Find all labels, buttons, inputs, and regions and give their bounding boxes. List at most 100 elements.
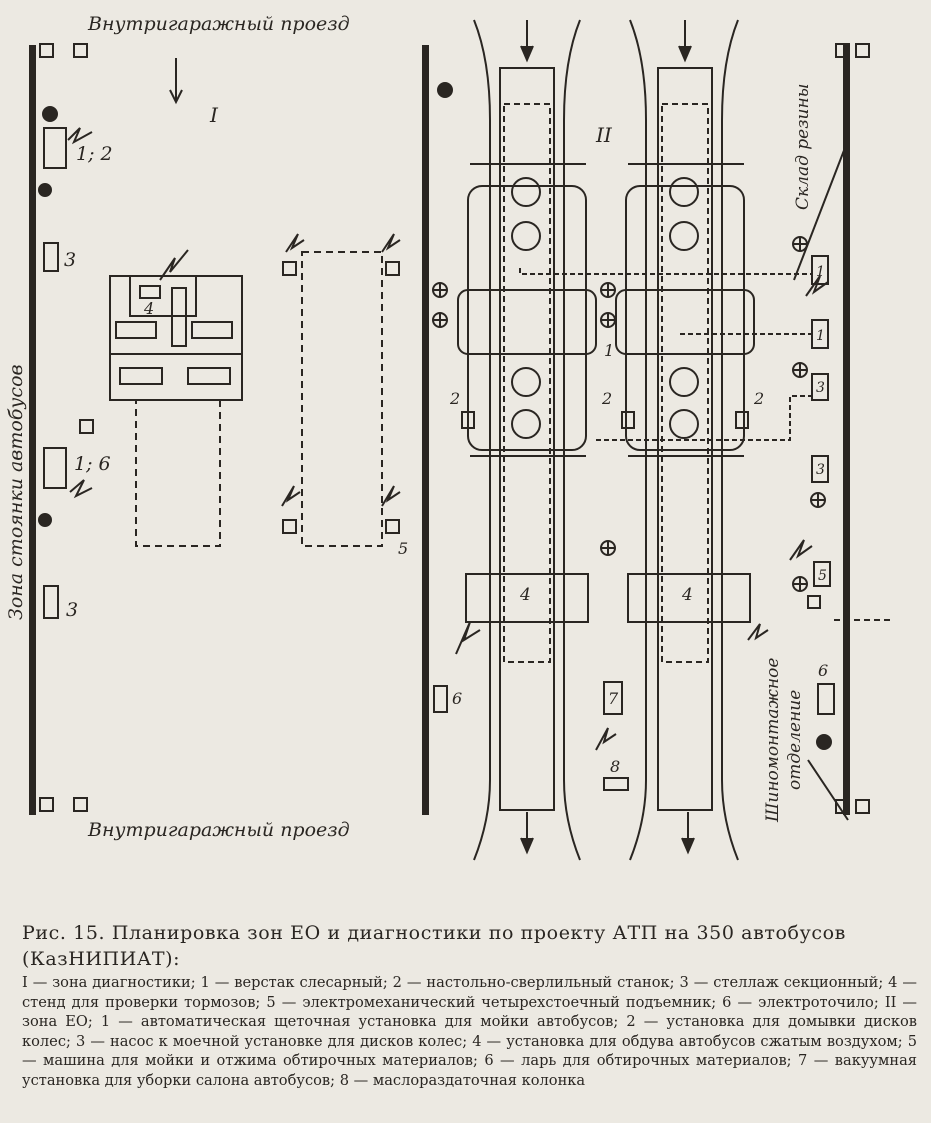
lift-5-right xyxy=(301,251,383,547)
power-outlet-icon-5 xyxy=(381,233,401,253)
stand-console xyxy=(171,287,187,347)
chest-6 xyxy=(817,683,835,715)
entry-arrow-head xyxy=(169,89,183,105)
label-blower-4-right: 4 xyxy=(681,585,693,605)
blower-4-left xyxy=(465,573,589,623)
wheel-washer-right xyxy=(735,411,749,429)
washer-frame-a xyxy=(467,185,587,451)
power-outlet-icon-7 xyxy=(381,485,401,507)
corner-post-bottom-right-2 xyxy=(855,799,870,814)
wash-line-a-right-edge xyxy=(563,19,581,861)
label-washer-1: 1 xyxy=(604,341,614,360)
fire-extinguisher-icon-3 xyxy=(816,734,832,750)
bus-track-a xyxy=(499,67,555,811)
lift-post-1 xyxy=(282,261,297,276)
label-wheel-washer-mid: 2 xyxy=(601,389,612,408)
brush-a2 xyxy=(511,221,541,251)
label-wheel-washer-left: 2 xyxy=(449,389,460,408)
floor-plan-drawing: Внутригаражный проезд Внутригаражный про… xyxy=(5,13,892,861)
corner-post-top-left-2 xyxy=(73,43,88,58)
stand-marker xyxy=(79,419,94,434)
brush-b4 xyxy=(669,409,699,439)
fire-extinguisher-icon-2 xyxy=(437,82,453,98)
lift-post-4 xyxy=(385,519,400,534)
left-wall xyxy=(29,45,36,815)
label-chest-6: 6 xyxy=(818,661,828,680)
power-outlet-icon xyxy=(67,127,93,145)
power-outlet-icon-9 xyxy=(747,623,769,641)
lift-post-2 xyxy=(385,261,400,276)
bus-outline-a xyxy=(503,103,551,663)
corner-post-top-left xyxy=(39,43,54,58)
vacuum-unit-7 xyxy=(603,681,623,715)
zone-one-label: I xyxy=(209,103,219,127)
tire-dept-label-line1: Шиномонтажное xyxy=(763,658,783,823)
label-oil-8: 8 xyxy=(610,757,620,776)
machine-5 xyxy=(813,561,831,587)
drain-symbols xyxy=(432,236,826,592)
brush-a4 xyxy=(511,409,541,439)
grinder-6 xyxy=(433,685,448,713)
figure-legend: I — зона диагностики; 1 — верстак слесар… xyxy=(22,974,917,1089)
stand-roller-4 xyxy=(187,367,231,385)
lift-5-left xyxy=(135,399,221,547)
workbench-1-2 xyxy=(43,127,67,169)
rack-3-top xyxy=(43,242,59,272)
brush-b2 xyxy=(669,221,699,251)
stand-roller-2 xyxy=(191,321,233,339)
tire-dept-label-line2: отделение xyxy=(785,690,805,790)
label-pump-3-b: 3 xyxy=(816,462,825,478)
brush-b3 xyxy=(669,367,699,397)
wheel-washer-left xyxy=(461,411,475,429)
label-pump-1-b: 1 xyxy=(816,328,825,344)
brush-b1 xyxy=(669,177,699,207)
power-outlet-icon-6 xyxy=(281,485,301,507)
label-blower-4-left: 4 xyxy=(519,585,531,605)
pipe-3 xyxy=(596,395,812,441)
corner-post-bottom-left xyxy=(39,797,54,812)
exit-arrow-line-a-head xyxy=(520,837,534,855)
stand-roller-1 xyxy=(115,321,157,339)
label-grinder-6: 6 xyxy=(452,689,462,708)
drill-small xyxy=(139,285,161,299)
label-rack-3-top: 3 xyxy=(64,249,76,271)
corner-post-top-right xyxy=(835,43,850,58)
label-machine-5: 5 xyxy=(818,568,827,584)
bottom-road-label: Внутригаражный проезд xyxy=(87,819,350,841)
label-vacuum-7: 7 xyxy=(608,689,619,708)
small-box xyxy=(807,595,821,609)
pump-3-b xyxy=(811,455,829,483)
exit-arrow-line-b-head xyxy=(681,837,695,855)
wash-line-b-left-edge xyxy=(629,19,647,861)
wash-line-a-left-edge xyxy=(473,19,491,861)
partition-line-2 xyxy=(793,139,849,281)
top-road-label: Внутригаражный проезд xyxy=(87,13,350,35)
rubber-store-label: Склад резины xyxy=(793,83,813,210)
label-wheel-washer-right: 2 xyxy=(753,389,764,408)
oil-column-8 xyxy=(603,777,629,791)
lift-post-3 xyxy=(282,519,297,534)
label-lift-5: 5 xyxy=(398,539,408,558)
power-outlet-icon-2 xyxy=(69,479,93,499)
power-outlet-icon-3 xyxy=(159,249,189,281)
label-pump-3-a: 3 xyxy=(816,380,825,396)
label-brake-stand-4: 4 xyxy=(143,299,154,318)
zone-two-label: II xyxy=(595,123,613,147)
sand-box-icon xyxy=(38,183,52,197)
right-wall xyxy=(843,45,850,815)
stand-roller-3 xyxy=(119,367,163,385)
label-workbench-1-6: 1; 6 xyxy=(74,453,111,475)
brush-a1 xyxy=(511,177,541,207)
central-wall xyxy=(422,45,429,815)
washer-frame-b xyxy=(625,185,745,451)
rack-3-bottom xyxy=(43,585,59,619)
power-outlet-icon-12 xyxy=(805,275,829,297)
pump-1-b xyxy=(811,319,829,349)
wash-line-b-right-edge xyxy=(721,19,739,861)
wheel-washer-mid xyxy=(621,411,635,429)
pump-1-a xyxy=(811,255,829,285)
pump-3-a xyxy=(811,373,829,401)
bus-outline-b xyxy=(661,103,709,663)
parking-zone-label: Зона стоянки автобусов xyxy=(5,364,27,620)
fire-extinguisher-icon xyxy=(42,106,58,122)
